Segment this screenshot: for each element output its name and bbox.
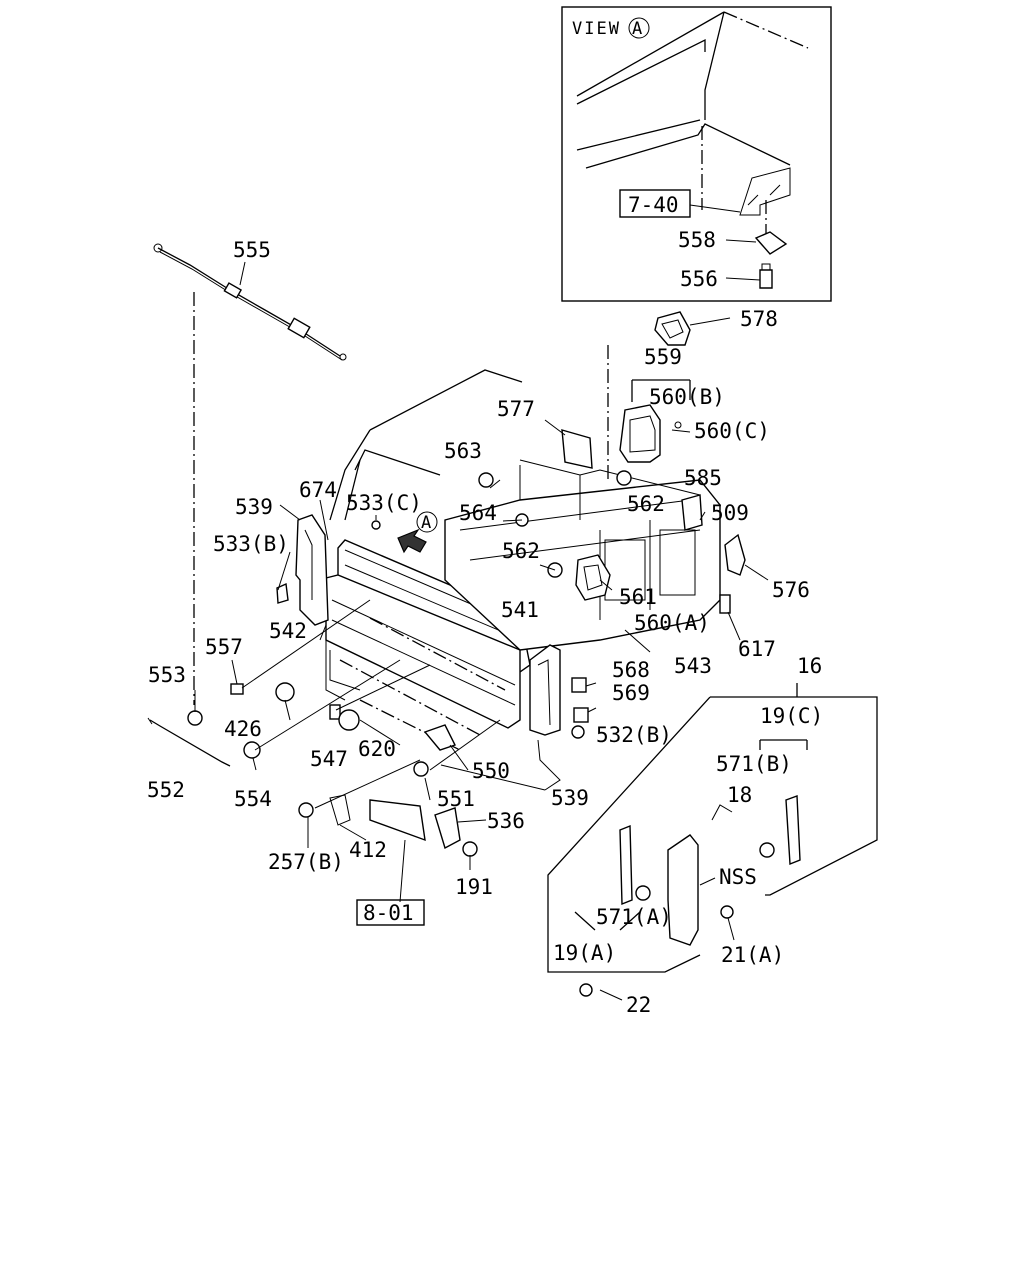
label-539b: 539 bbox=[551, 786, 589, 810]
label-578: 578 bbox=[740, 307, 778, 331]
label-568: 568 bbox=[612, 658, 650, 682]
view-a-inset: VIEW A 7-40 558 556 bbox=[561, 6, 832, 302]
label-16: 16 bbox=[797, 654, 822, 678]
label-509: 509 bbox=[711, 501, 749, 525]
label-191: 191 bbox=[455, 875, 493, 899]
part-536 bbox=[434, 807, 461, 850]
part-585 bbox=[681, 494, 703, 531]
label-562b: 562 bbox=[502, 539, 540, 563]
label-555: 555 bbox=[233, 238, 271, 262]
left-bracket-539 bbox=[276, 504, 329, 626]
part-617 bbox=[719, 594, 731, 614]
label-541: 541 bbox=[501, 598, 539, 622]
part-561 bbox=[575, 554, 611, 601]
view-marker: A bbox=[632, 19, 642, 39]
label-576: 576 bbox=[772, 578, 810, 602]
label-547: 547 bbox=[310, 747, 348, 771]
label-558: 558 bbox=[678, 228, 716, 252]
label-560a: 560(A) bbox=[634, 611, 710, 635]
label-674: 674 bbox=[299, 478, 337, 502]
label-257b: 257(B) bbox=[268, 850, 344, 874]
label-412: 412 bbox=[349, 838, 387, 862]
label-533c: 533(C) bbox=[346, 491, 422, 515]
part-559-560b bbox=[607, 311, 731, 480]
right-bracket-539 bbox=[529, 644, 561, 791]
label-620: 620 bbox=[358, 737, 396, 761]
label-426: 426 bbox=[224, 717, 262, 741]
label-564: 564 bbox=[459, 501, 497, 525]
label-562a: 562 bbox=[627, 492, 665, 516]
front-marker: A bbox=[421, 513, 431, 533]
label-554: 554 bbox=[234, 787, 272, 811]
label-533b: 533(B) bbox=[213, 532, 289, 556]
label-563: 563 bbox=[444, 439, 482, 463]
label-22: 22 bbox=[626, 993, 651, 1017]
ref-8-01: 8-01 bbox=[363, 901, 414, 925]
label-leaders bbox=[194, 429, 741, 1001]
label-553: 553 bbox=[148, 663, 186, 687]
bolts bbox=[187, 470, 775, 997]
label-617: 617 bbox=[738, 637, 776, 661]
label-543: 543 bbox=[674, 654, 712, 678]
label-19a: 19(A) bbox=[553, 941, 616, 965]
callout-labels: 578 559 560(B) 560(C) 577 563 585 562 50… bbox=[147, 307, 823, 1017]
label-577: 577 bbox=[497, 397, 535, 421]
label-18: 18 bbox=[727, 783, 752, 807]
label-571b: 571(B) bbox=[716, 752, 792, 776]
part-412-lamp bbox=[369, 799, 426, 842]
part-550 bbox=[423, 724, 456, 751]
part-555-cable: 555 bbox=[153, 238, 347, 361]
label-550: 550 bbox=[472, 759, 510, 783]
label-560b: 560(B) bbox=[649, 385, 725, 409]
label-561: 561 bbox=[619, 585, 657, 609]
part-577 bbox=[561, 429, 593, 469]
label-21a: 21(A) bbox=[721, 943, 784, 967]
label-536: 536 bbox=[487, 809, 525, 833]
label-539a: 539 bbox=[235, 495, 273, 519]
label-542: 542 bbox=[269, 619, 307, 643]
inset-16 bbox=[547, 683, 878, 973]
part-576 bbox=[724, 533, 746, 576]
part-552-rod bbox=[149, 719, 231, 767]
label-557: 557 bbox=[205, 635, 243, 659]
label-569: 569 bbox=[612, 681, 650, 705]
leader-lines bbox=[241, 599, 546, 809]
label-551: 551 bbox=[437, 787, 475, 811]
ref-7-40: 7-40 bbox=[628, 193, 679, 217]
view-title: VIEW bbox=[572, 19, 621, 39]
label-552: 552 bbox=[147, 778, 185, 802]
label-nss: NSS bbox=[719, 865, 757, 889]
cab-outline bbox=[329, 369, 523, 521]
label-559: 559 bbox=[644, 345, 682, 369]
label-560c: 560(C) bbox=[694, 419, 770, 443]
label-585: 585 bbox=[684, 466, 722, 490]
label-571a: 571(A) bbox=[596, 905, 672, 929]
label-532b: 532(B) bbox=[596, 723, 672, 747]
label-19c: 19(C) bbox=[760, 704, 823, 728]
label-556: 556 bbox=[680, 267, 718, 291]
